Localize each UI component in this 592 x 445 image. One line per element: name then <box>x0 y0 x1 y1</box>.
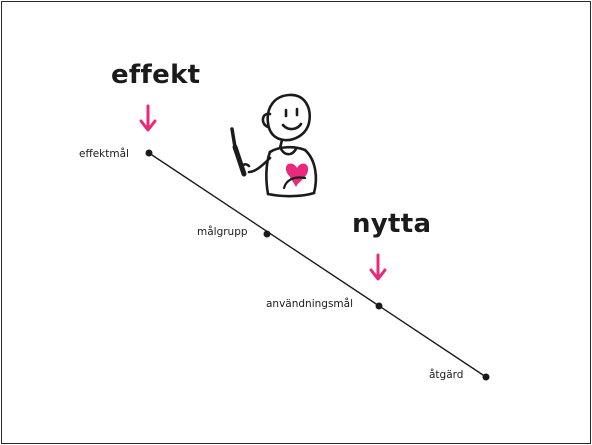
stick-figure-illustration <box>230 93 318 198</box>
node-dot-anvandningsmal <box>375 302 383 310</box>
title-nytta: nytta <box>352 209 432 239</box>
node-label-effektmal: effektmål <box>79 148 129 160</box>
heart-icon <box>285 163 309 188</box>
node-dot-effektmal <box>145 149 153 157</box>
down-arrow-icon <box>139 104 157 132</box>
hand-on-chest <box>282 176 307 190</box>
chain-line <box>148 152 487 378</box>
node-label-anvandningsmal: användningsmål <box>266 298 353 310</box>
down-arrow-icon <box>369 253 387 281</box>
node-dot-malgrupp <box>263 230 271 238</box>
node-dot-atgard <box>482 373 490 381</box>
node-label-atgard: åtgärd <box>429 369 464 381</box>
node-label-malgrupp: målgrupp <box>197 226 248 238</box>
title-effekt: effekt <box>111 60 201 90</box>
